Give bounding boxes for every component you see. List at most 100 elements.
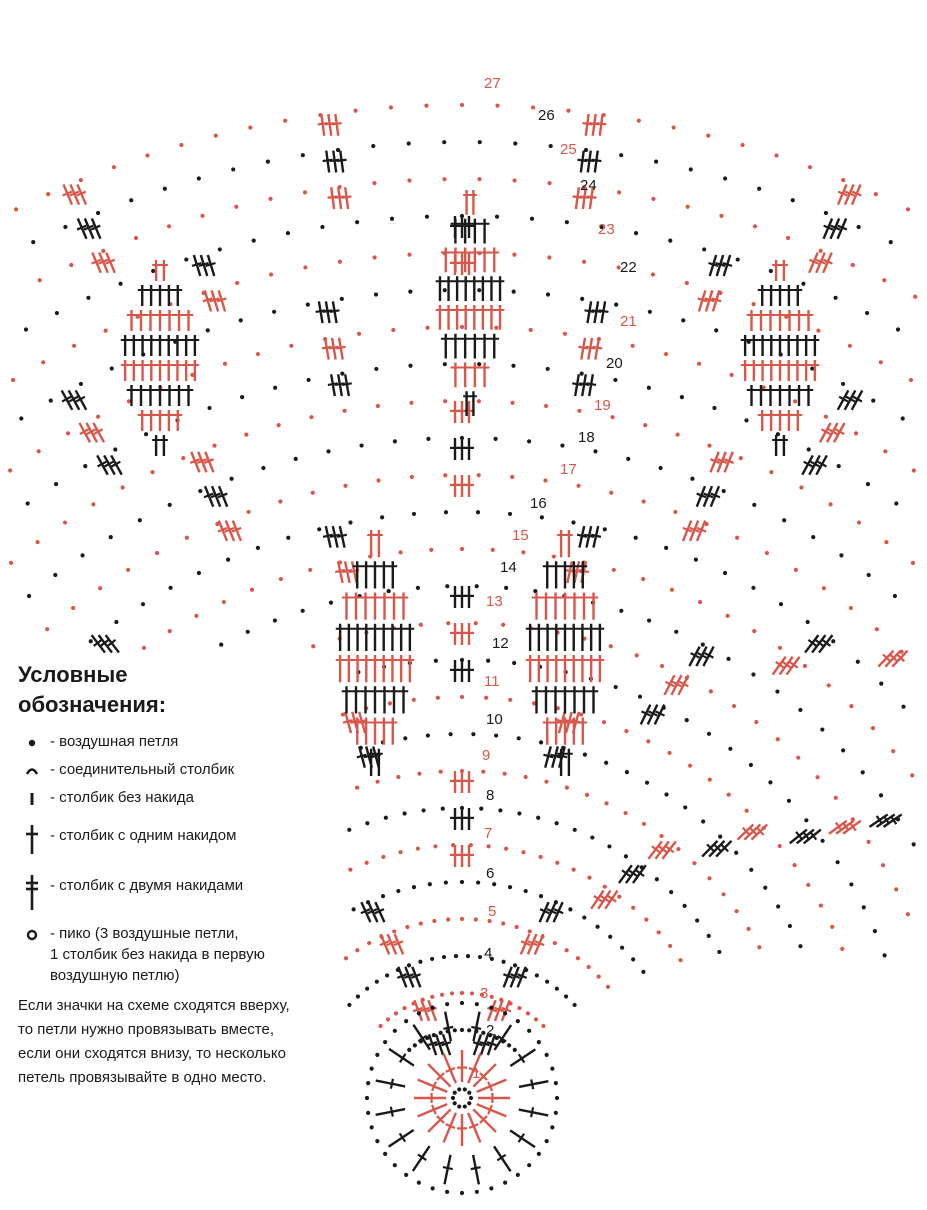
chain-dot: [685, 204, 690, 209]
chain-dot: [790, 198, 795, 203]
stitch-symbol: [590, 889, 605, 910]
chain-dot: [347, 1002, 352, 1008]
chain-dot: [408, 289, 413, 294]
stitch-symbol: [457, 1114, 467, 1146]
chain-dot: [751, 672, 756, 677]
chain-dot: [528, 327, 533, 333]
chain-dot: [514, 924, 519, 930]
stitch-symbol: [403, 966, 415, 988]
picot-ring-icon: [18, 920, 46, 948]
chain-dot: [398, 850, 403, 855]
chain-dot: [23, 327, 29, 332]
stitch-symbol: [743, 823, 762, 841]
chain-dot: [901, 704, 906, 709]
row-number-label: 16: [530, 495, 547, 512]
chain-dot: [245, 629, 250, 634]
chain-dot: [882, 953, 887, 958]
chain-dot: [393, 1011, 399, 1016]
stitch-symbol: [205, 254, 216, 277]
chain-dot: [631, 957, 636, 962]
chain-dot: [328, 600, 334, 605]
chain-dot: [373, 292, 379, 297]
chain-dot: [782, 518, 787, 523]
chain-dot: [8, 560, 14, 565]
chain-dot: [870, 725, 876, 731]
chain-dot: [608, 644, 613, 649]
chain-dot: [752, 502, 757, 507]
legend-note-line1: Если значки на схеме сходятся вверху,: [18, 997, 290, 1014]
stitch-symbol: [367, 901, 379, 923]
chain-dot: [644, 780, 650, 785]
chain-dot: [494, 214, 500, 219]
chain-dot: [510, 400, 515, 405]
chain-dot: [512, 1047, 517, 1052]
chain-dot: [807, 165, 813, 170]
stitch-symbol: [750, 823, 769, 841]
chain-dot: [684, 718, 689, 723]
chain-dot: [761, 385, 766, 390]
chain-dot: [723, 176, 728, 181]
chain-dot: [866, 572, 871, 578]
stitch-symbol: [661, 840, 677, 860]
chain-dot: [477, 177, 482, 182]
chain-dot: [529, 216, 535, 221]
chain-dot: [487, 918, 492, 924]
stitch-symbol: [356, 746, 367, 768]
stitch-symbol: [715, 839, 733, 858]
chain-dot: [706, 133, 711, 138]
chain-dot: [538, 740, 544, 745]
chain-dot: [806, 447, 811, 452]
chain-dot: [375, 1139, 380, 1144]
chain-dot: [489, 1005, 494, 1010]
chain-dot: [643, 422, 648, 428]
stitch-symbol: [62, 183, 74, 206]
legend-picot-line3: воздушную петлю): [50, 967, 180, 984]
chain-dot: [449, 991, 455, 996]
chain-dot: [443, 880, 448, 885]
chain-dot: [481, 769, 486, 774]
chain-dot: [375, 779, 380, 784]
stitch-symbol: [217, 520, 229, 542]
chain-dot: [355, 220, 360, 225]
chain-dot: [126, 567, 131, 572]
chain-dot: [488, 1033, 493, 1038]
stitch-symbol: [105, 252, 116, 274]
chain-dot: [692, 861, 697, 866]
chain-dot: [536, 1151, 541, 1156]
chain-dot: [865, 482, 871, 487]
stitch-symbol: [442, 1112, 457, 1143]
chain-dot: [544, 779, 549, 784]
chain-dot: [459, 694, 465, 700]
stitch-symbol: [97, 634, 113, 654]
chain-dot: [108, 535, 113, 540]
stitch-rows: [8, 102, 918, 1056]
chain-dot: [820, 838, 825, 843]
chain-dot: [411, 511, 417, 517]
stitch-symbol: [493, 1145, 512, 1173]
chain-dot: [913, 294, 918, 299]
stitch-symbol: [590, 525, 602, 548]
row-number-label: 12: [492, 635, 509, 652]
chain-dot: [120, 485, 125, 490]
pineapple-motif: [435, 190, 505, 416]
chain-dot: [517, 811, 522, 816]
chain-dot: [374, 979, 379, 984]
chain-dot: [776, 904, 781, 909]
chain-dot: [503, 585, 509, 590]
legend-picot-text: - пико (3 воздушные петли, 1 столбик без…: [50, 920, 265, 986]
chain-dot: [78, 177, 83, 183]
chain-dot: [717, 949, 722, 955]
stitch-symbol: [850, 183, 862, 206]
chain-dot: [726, 792, 731, 797]
chain-dot: [378, 1023, 383, 1029]
stitch-symbol: [209, 290, 220, 312]
stitch-symbol: [341, 187, 352, 210]
chain-dot: [669, 587, 675, 592]
chain-dot: [471, 732, 476, 737]
chain-dot: [815, 775, 820, 780]
stitch-symbol: [596, 113, 607, 136]
chain-dot: [372, 255, 377, 260]
chain-dot: [818, 903, 823, 908]
chain-dot: [641, 576, 646, 582]
chain-dot: [611, 567, 616, 573]
